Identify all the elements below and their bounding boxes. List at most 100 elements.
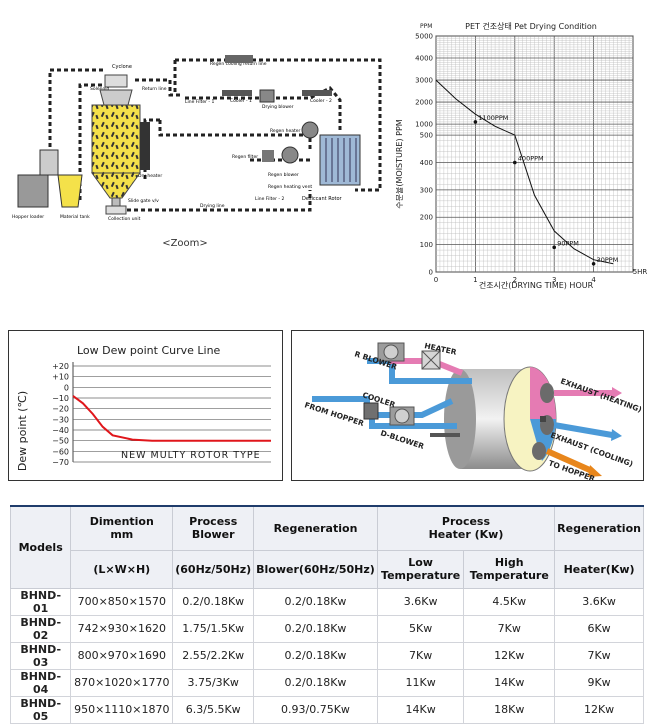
zoom-label: <Zoom> bbox=[162, 238, 208, 249]
pet-y-tick-label: 300 bbox=[420, 186, 433, 194]
table-row: BHND-02 742×930×1620 1.75/1.5Kw 0.2/0.18… bbox=[9, 614, 644, 643]
cell-dimension: 870×1020×1770 bbox=[70, 668, 174, 697]
pet-x-tick-label: 3 bbox=[552, 276, 556, 284]
pet-chart-ylabel: 수분율(MOISTURE) PPM bbox=[396, 119, 404, 209]
cell-regen-heater: 6Kw bbox=[554, 614, 644, 643]
pet-y-tick-label: 100 bbox=[420, 241, 433, 249]
pet-y-tick-label: 1000 bbox=[415, 121, 433, 129]
cell-process-blower: 6.3/5.5Kw bbox=[172, 695, 255, 724]
table-row: BHND-01 700×850×1570 0.2/0.18Kw 0.2/0.18… bbox=[9, 587, 644, 616]
cell-low-temp: 5Kw bbox=[376, 614, 465, 643]
cell-regen-heater: 9Kw bbox=[554, 668, 644, 697]
cell-process-blower: 1.75/1.5Kw bbox=[172, 614, 255, 643]
drying-hopper bbox=[91, 74, 141, 215]
pet-x-tick-label: 2 bbox=[513, 276, 517, 284]
cooler-line-pipe bbox=[185, 86, 342, 130]
process-diagram: Cyclone Solenoid Return line Regen cooli… bbox=[12, 55, 382, 222]
pet-chart-xlabel: 건조시간(DRYING TIME) HOUR bbox=[479, 280, 594, 290]
pet-annotation-label: 400PPM bbox=[518, 154, 544, 162]
pet-chart-title: PET 건조상태 Pet Drying Condition bbox=[465, 21, 597, 31]
dew-y-tick-label: −20 bbox=[52, 405, 69, 414]
label-desiccant-rotor: Desiccant Rotor bbox=[302, 196, 343, 202]
label-return-line: Return line bbox=[142, 86, 167, 92]
label-cooler-1: Cooler - 1 bbox=[230, 98, 252, 104]
label-cooler-2: Cooler - 2 bbox=[310, 98, 332, 104]
cell-regen-heater: 12Kw bbox=[554, 695, 644, 724]
cell-regen-heater: 3.6Kw bbox=[554, 587, 644, 616]
pet-x-tick-label: 4 bbox=[591, 276, 596, 284]
cell-low-temp: 14Kw bbox=[376, 695, 465, 724]
pet-y-tick-label: 2000 bbox=[415, 99, 433, 107]
pet-y-tick-label: 3000 bbox=[415, 77, 433, 85]
label-line-filter-2: Line Filter - 2 bbox=[255, 196, 284, 202]
pet-y-tick-label: 0 bbox=[429, 269, 433, 277]
label-from-hopper: FROM HOPPER bbox=[303, 400, 365, 428]
dew-y-tick-label: 0 bbox=[64, 383, 69, 392]
desiccant-rotor bbox=[262, 121, 361, 186]
cell-dimension: 742×930×1620 bbox=[70, 614, 174, 643]
table-row: BHND-03 800×970×1690 2.55/2.2Kw 0.2/0.18… bbox=[9, 641, 644, 670]
dew-y-tick-label: −40 bbox=[52, 426, 69, 435]
pet-drying-chart: PET 건조상태 Pet Drying Condition PPM 수분율(MO… bbox=[396, 21, 648, 290]
label-regen-heating-vent: Regen heating vent bbox=[268, 184, 312, 190]
header-regeneration-sub: Blower(60Hz/50Hz) bbox=[253, 549, 378, 589]
pet-data-point bbox=[473, 120, 478, 124]
cell-regen-blower: 0.93/0.75Kw bbox=[253, 695, 378, 724]
dew-y-tick-label: −50 bbox=[52, 437, 69, 446]
label-d-blower: D-BLOWER bbox=[379, 428, 425, 451]
label-regen-heater: Regen heater bbox=[270, 128, 301, 134]
label-dry-heater: Dry heater bbox=[138, 173, 162, 179]
cell-high-temp: 12Kw bbox=[463, 641, 556, 670]
label-drying-blower: Drying blower bbox=[262, 104, 294, 110]
rotor-panel: R BLOWER HEATER COOLER FROM HOPPER D-BLO… bbox=[291, 330, 644, 484]
cell-high-temp: 14Kw bbox=[463, 668, 556, 697]
header-dimension-sub: (L×W×H) bbox=[70, 549, 174, 589]
dew-y-tick-label: −30 bbox=[52, 415, 69, 424]
pet-chart-x-end-label: 5HR bbox=[633, 268, 648, 276]
cell-regen-blower: 0.2/0.18Kw bbox=[253, 641, 378, 670]
dew-y-tick-label: −10 bbox=[52, 394, 69, 403]
dew-point-panel: Low Dew point Curve Line Dew point (℃) +… bbox=[8, 330, 283, 481]
pet-data-point bbox=[591, 261, 596, 266]
pet-y-tick-label: 4000 bbox=[415, 55, 433, 63]
hopper-loader bbox=[17, 149, 83, 208]
pet-x-tick-label: 0 bbox=[434, 276, 438, 284]
dew-chart-annotation: NEW MULTY ROTOR TYPE bbox=[121, 450, 261, 461]
table-row: BHND-05 950×1110×1870 6.3/5.5Kw 0.93/0.7… bbox=[9, 695, 644, 724]
cell-model: BHND-03 bbox=[9, 641, 72, 670]
cooler-units bbox=[222, 55, 332, 103]
pet-data-point bbox=[552, 245, 556, 250]
label-line-filter-1: Line Filter - 1 bbox=[185, 99, 214, 105]
cell-model: BHND-05 bbox=[9, 695, 72, 724]
pet-annotation-label: 90PPM bbox=[557, 239, 579, 247]
d-blower-unit bbox=[389, 406, 415, 426]
pet-data-point bbox=[513, 160, 517, 165]
dew-y-tick-label: −70 bbox=[52, 458, 69, 467]
pet-y-tick-label: 500 bbox=[420, 132, 433, 140]
cell-low-temp: 3.6Kw bbox=[376, 587, 465, 616]
dew-y-tick-label: −60 bbox=[52, 447, 69, 456]
pet-y-tick-label: 5000 bbox=[415, 33, 433, 41]
cell-regen-blower: 0.2/0.18Kw bbox=[253, 587, 378, 616]
label-regen-blower: Regen blower bbox=[268, 172, 299, 178]
header-models: Models bbox=[9, 505, 72, 589]
heater-unit bbox=[421, 350, 441, 370]
label-regen-cooling-return: Regen cooling return line bbox=[210, 61, 267, 67]
rotor-drum bbox=[430, 366, 557, 472]
header-regeneration-heater: Regeneration bbox=[554, 505, 644, 551]
pet-x-tick-label: 1 bbox=[473, 276, 477, 284]
hopper-line bbox=[48, 68, 105, 175]
label-regen-filter: Regen filter bbox=[232, 154, 258, 160]
dew-chart-ylabel: Dew point (℃) bbox=[16, 391, 29, 471]
cell-process-blower: 0.2/0.18Kw bbox=[172, 587, 255, 616]
drying-line-pipe bbox=[175, 190, 312, 212]
dew-y-tick-label: +10 bbox=[52, 373, 69, 382]
cell-high-temp: 4.5Kw bbox=[463, 587, 556, 616]
label-material-tank: Material tank bbox=[60, 214, 90, 220]
cell-regen-heater: 7Kw bbox=[554, 641, 644, 670]
label-solenoid: Solenoid bbox=[90, 86, 109, 92]
